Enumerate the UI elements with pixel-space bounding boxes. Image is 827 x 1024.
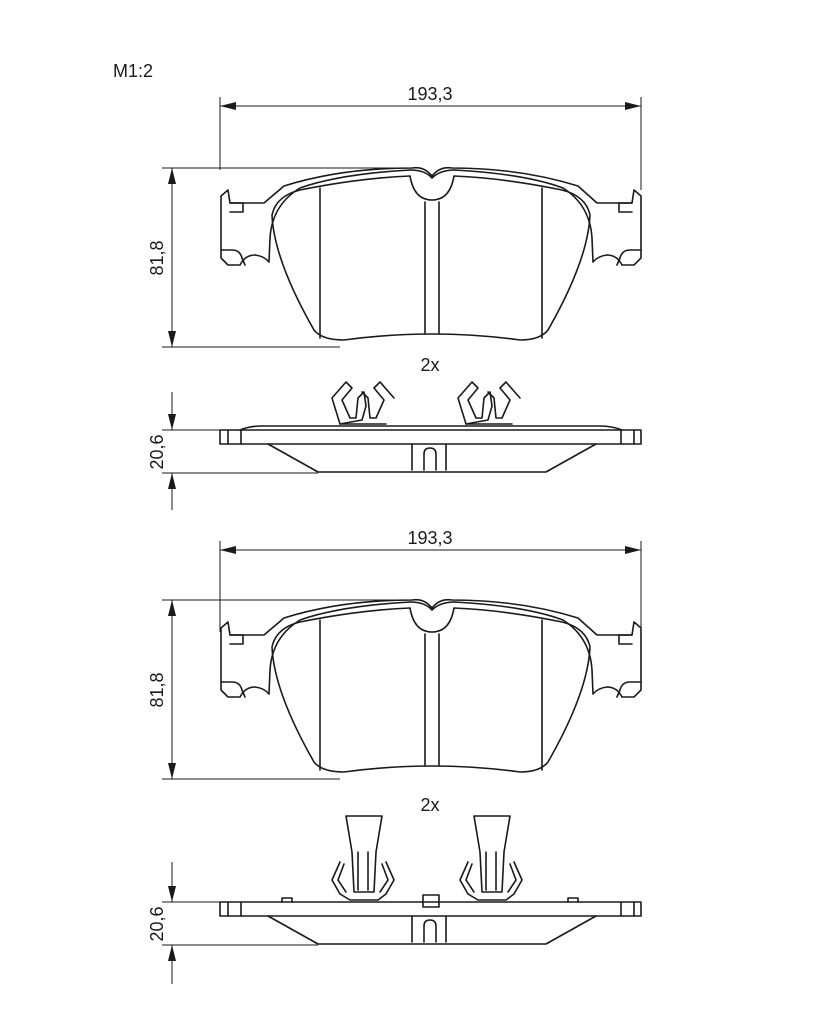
height-dim-label-1: 81,8 — [147, 240, 167, 275]
scale-label: M1:2 — [113, 61, 153, 81]
thickness-dim-label-1: 20,6 — [147, 434, 167, 469]
width-dim-label-1: 193,3 — [407, 84, 452, 104]
thickness-dim-label-2: 20,6 — [147, 906, 167, 941]
pad-side-view-2 — [219, 815, 642, 945]
pad-front-view-1 — [220, 166, 642, 341]
thickness-dimension-2: 20,6 — [147, 862, 318, 984]
quantity-label-2: 2x — [420, 795, 439, 815]
width-dimension-1: 193,3 — [219, 84, 642, 190]
pad-side-view-1 — [219, 381, 642, 473]
width-dim-label-2: 193,3 — [407, 528, 452, 548]
width-dimension-2: 193,3 — [219, 528, 642, 632]
thickness-dimension-1: 20,6 — [147, 392, 318, 510]
height-dim-label-2: 81,8 — [147, 672, 167, 707]
quantity-label-1: 2x — [420, 355, 439, 375]
pad-front-view-2 — [220, 598, 642, 773]
height-dimension-2: 81,8 — [147, 599, 420, 780]
height-dimension-1: 81,8 — [147, 167, 420, 348]
